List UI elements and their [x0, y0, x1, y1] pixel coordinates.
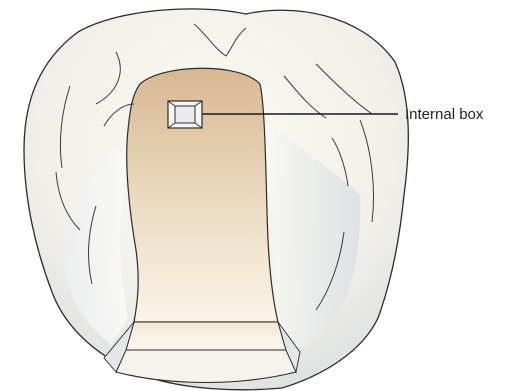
- preparation-step: [126, 322, 286, 350]
- internal-box: [168, 101, 202, 128]
- preparation-step-lower: [116, 350, 296, 383]
- internal-box-label: Internal box: [405, 106, 484, 123]
